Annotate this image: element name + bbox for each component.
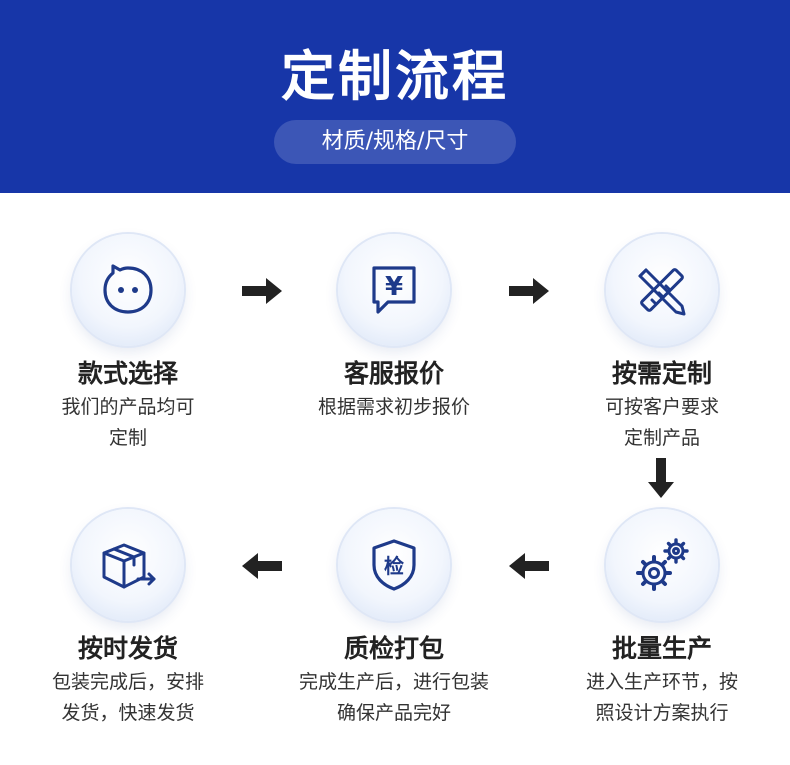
arrow-left-icon [509,553,549,579]
step-desc-line: 包装完成后，安排 [51,671,204,693]
shipping-box-icon [102,543,156,589]
arrow-down-icon [648,458,674,498]
step-circle [606,509,718,621]
step-title: 客服报价 [343,359,444,388]
pencil-ruler-icon [638,268,686,316]
step-circle: 检 [338,509,450,621]
gears-icon [636,538,689,591]
step-desc-line: 完成生产后，进行包装 [298,671,489,693]
step-desc-line: 可按客户要求 [604,396,719,418]
step-circle [72,234,184,346]
yuan-symbol: ¥ [385,272,403,302]
subtitle-pill: 材质/规格/尺寸 [274,120,516,164]
step-desc-line: 定制产品 [623,427,700,449]
step-title: 质检打包 [343,634,444,663]
step-desc-line: 根据需求初步报价 [317,396,470,418]
page-title: 定制流程 [281,45,509,108]
step-desc-line: 确保产品完好 [336,702,451,724]
step-circle: ¥ [338,234,450,346]
step-circle [72,509,184,621]
step-desc-line: 发货，快速发货 [61,702,195,724]
arrow-left-icon [242,553,282,579]
step-desc-line: 照设计方案执行 [595,702,729,724]
chat-face-icon [103,264,153,314]
step-title: 款式选择 [77,359,178,388]
step-desc-line: 进入生产环节，按 [585,671,738,693]
inspect-char: 检 [384,554,404,578]
step-desc-line: 定制 [108,427,147,449]
step-desc-line: 我们的产品均可 [61,396,195,418]
step-title: 按需定制 [611,359,712,388]
header-banner: 定制流程 材质/规格/尺寸 [0,0,790,193]
arrow-right-icon [242,278,282,304]
step-title: 按时发货 [77,634,178,663]
arrow-right-icon [509,278,549,304]
step-circle [606,234,718,346]
step-title: 批量生产 [611,634,712,663]
inspection-shield-icon: 检 [372,539,416,591]
yuan-quote-icon: ¥ [372,266,416,314]
